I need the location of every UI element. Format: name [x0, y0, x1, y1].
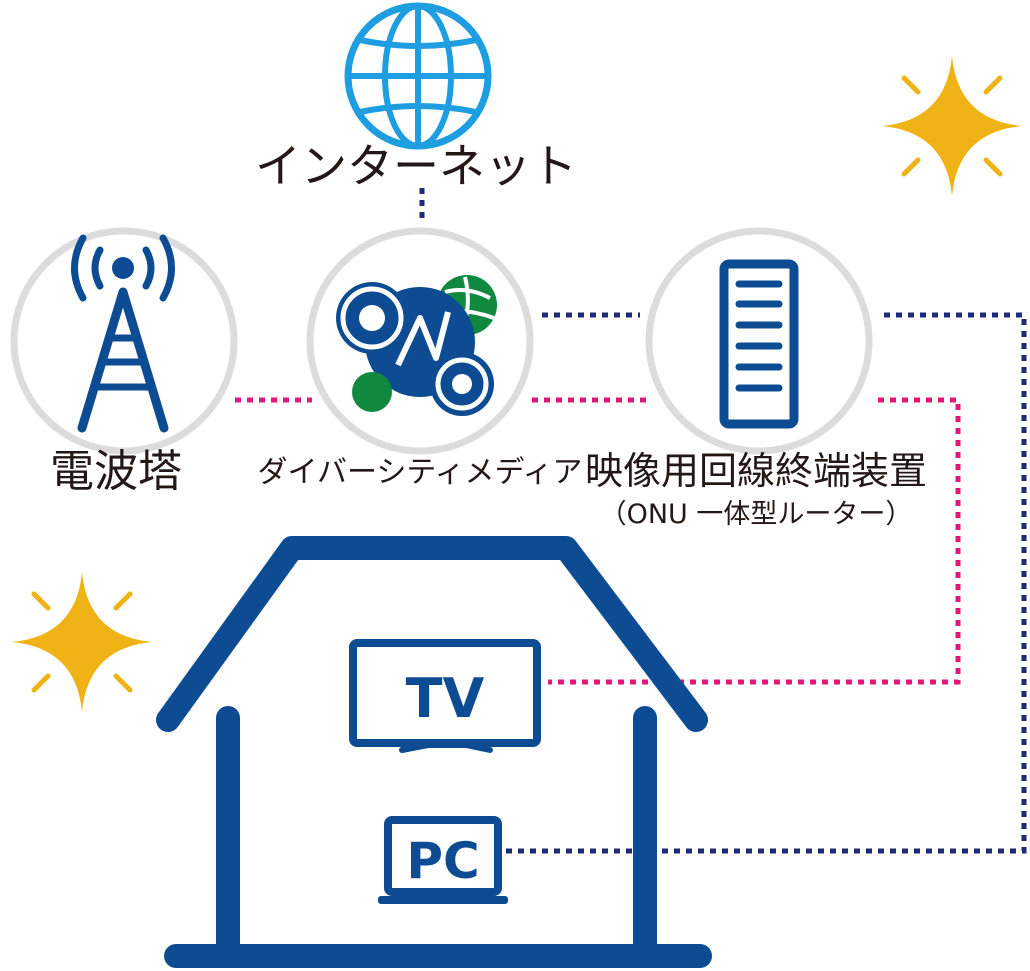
onu-label: 映像用回線終端装置 [585, 449, 927, 493]
tower-label: 電波塔 [50, 446, 182, 497]
line-onu-pc [500, 312, 1027, 854]
pc-label: PC [406, 832, 479, 890]
house-icon [156, 536, 712, 968]
connection-lines [235, 188, 1027, 854]
diversity-media-logo [336, 275, 497, 416]
diversity-label: ダイバーシティメディア [258, 455, 583, 490]
sparkle-icon [882, 56, 1022, 196]
onu-sub-label: （ONU 一体型ルーター） [600, 499, 913, 530]
pc-icon [378, 816, 508, 904]
radio-tower-icon [71, 234, 175, 433]
tv-icon [349, 639, 541, 753]
sparkle-icon [12, 572, 152, 712]
internet-label: インターネット [255, 139, 577, 193]
diversity-node [306, 227, 534, 455]
onu-node [645, 227, 873, 455]
tv-label: TV [406, 667, 485, 730]
onu-router-icon [719, 259, 799, 429]
globe-icon [344, 2, 492, 150]
tower-node [10, 227, 238, 455]
line-onu-tv [548, 397, 961, 685]
